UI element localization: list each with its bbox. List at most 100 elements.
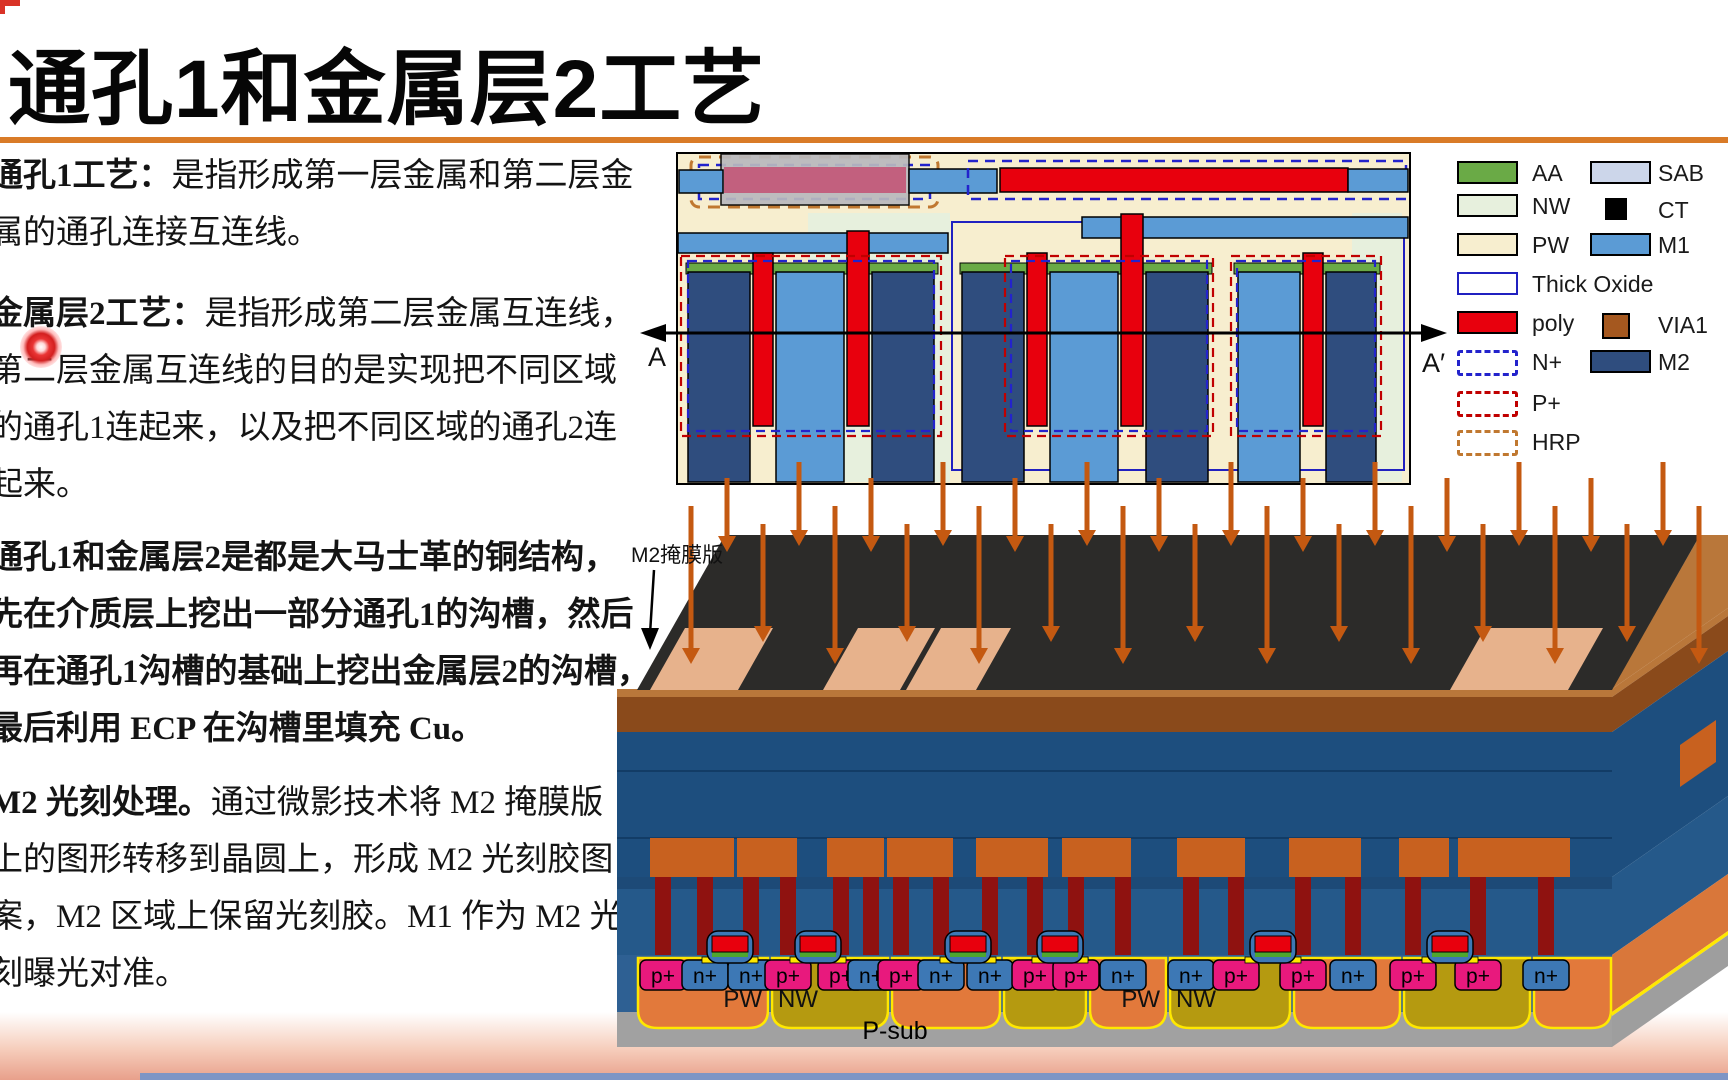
uv-arrow-head (1690, 648, 1708, 664)
diffusion-badge (764, 959, 812, 991)
legend-label: PW (1532, 232, 1570, 258)
m1-block (1289, 838, 1361, 877)
diffusion-badges: p+n+n+p+p+n+p+n+n+p+p+n+n+p+p+n+p+p+n+ (639, 959, 1570, 991)
uv-arrow-head (1042, 626, 1060, 642)
uv-arrow-head (862, 536, 880, 552)
legend-label: SAB (1658, 160, 1705, 186)
side-via1-square (1680, 720, 1716, 787)
section-line: A A′ (640, 324, 1447, 378)
diffusion-badge (1212, 959, 1260, 991)
legend-swatch (1590, 350, 1651, 373)
m1-block (737, 838, 797, 877)
layout-top-view: A A′ (640, 152, 1447, 485)
mask-opening (906, 628, 1011, 690)
laser-pointer-dot (20, 326, 62, 368)
m1-block (1458, 838, 1570, 877)
paragraph-lead: 通孔1工艺： (0, 158, 172, 194)
legend-label: AA (1532, 160, 1563, 186)
m1-block (1177, 838, 1245, 877)
uv-arrow-head (898, 626, 916, 642)
legend-label: P+ (1532, 390, 1561, 416)
uv-arrow-head (970, 648, 988, 664)
diffusion-badge-label: p+ (776, 965, 800, 988)
diffusion-badge-label: p+ (1064, 965, 1088, 988)
legend-swatch (1457, 430, 1518, 456)
paragraph-damascene: 通孔1和金属层2是都是大马士革的铜结构， 先在介质层上挖出一部分通孔1的沟槽，然… (0, 540, 650, 747)
contact-bar (1345, 877, 1361, 963)
contact-bar (893, 877, 909, 963)
uv-arrow-head (1258, 648, 1276, 664)
gate-poly (1041, 935, 1079, 953)
diffusion-badge-label: p+ (889, 965, 913, 988)
diffusion-badge-label: n+ (693, 965, 717, 988)
paragraph-via1: 通孔1工艺：是指形成第一层金属和第二层金 属的通孔连接互连线。 (0, 148, 650, 262)
gate-poly (799, 935, 837, 953)
uv-arrow-head (682, 648, 700, 664)
legend-swatch (1602, 313, 1630, 339)
paragraph-lead: 金属层2工艺： (0, 296, 205, 332)
poly-line-group (966, 159, 1409, 201)
m1-block (1062, 838, 1131, 877)
legend-label: poly (1532, 310, 1575, 336)
uv-arrow-head (1618, 626, 1636, 642)
diffusion-badge-label: p+ (829, 965, 853, 988)
m1-block (650, 838, 734, 877)
uv-arrow-head (1330, 626, 1348, 642)
photomask (637, 535, 1700, 690)
uv-arrow-head (1114, 648, 1132, 664)
uv-arrow-head (1294, 536, 1312, 552)
page-title: 通孔1和金属层2工艺 (8, 44, 766, 135)
annotations: M2掩膜版 P-sub (631, 544, 928, 1045)
contact-bar (1183, 877, 1199, 963)
mask-opening (650, 628, 773, 690)
uv-arrow-head (1654, 530, 1672, 546)
diffusion-badge-label: n+ (1341, 965, 1365, 988)
corner-mark-v (0, 6, 5, 14)
diffusion-badge-label: n+ (978, 965, 1002, 988)
diffusion-badge (1099, 959, 1147, 991)
legend-label: CT (1658, 197, 1689, 223)
bottom-blue-bar (140, 1073, 1728, 1080)
diffusion-badge-label: n+ (929, 965, 953, 988)
poly-gates (701, 930, 1479, 964)
uv-arrow-head (1186, 626, 1204, 642)
uv-arrow-head (1078, 530, 1096, 546)
legend-label: Thick Oxide (1532, 271, 1654, 297)
legend-swatch (1605, 198, 1627, 220)
paragraph-lead: M2 光刻处理。 (0, 785, 211, 821)
m1-blocks (650, 838, 1570, 877)
gate-aa-strip (800, 952, 836, 957)
mask-opening (1450, 628, 1603, 690)
uv-exposure-arrows (682, 462, 1708, 664)
resistor-sab-group (678, 153, 998, 209)
diffusion-badge (1279, 959, 1327, 991)
m1-block (976, 838, 1048, 877)
diffusion-badge-label: p+ (1023, 965, 1047, 988)
uv-arrow-head (1474, 626, 1492, 642)
legend-swatch (1457, 161, 1518, 184)
legend-swatch (1457, 391, 1518, 417)
contact-bar (1405, 877, 1421, 963)
diffusion-badge (1389, 959, 1437, 991)
gate-aa-strip (1432, 952, 1468, 957)
paragraph-metal2: 金属层2工艺：是指形成第二层金属互连线， 第二层金属互连线的目的是实现把不同区域… (0, 286, 650, 514)
annotation-arrowhead (641, 628, 659, 650)
legend-swatch (1457, 233, 1518, 256)
uv-arrow-head (1582, 536, 1600, 552)
legend-swatch (1590, 161, 1651, 184)
mask-annotation: M2掩膜版 (631, 544, 723, 567)
diffusion-badge-label: p+ (1466, 965, 1490, 988)
poly-strips (752, 213, 1324, 427)
section-label-a-prime: A′ (1422, 348, 1445, 378)
diffusion-badge-label: n+ (859, 965, 883, 988)
legend-swatch (1457, 311, 1518, 334)
diffusion-badge-label: p+ (651, 965, 675, 988)
m1-bars (677, 216, 1409, 254)
uv-arrow-head (1150, 536, 1168, 552)
implant-outlines (679, 254, 1383, 438)
gate-poly (711, 935, 749, 953)
m1-block (827, 838, 884, 877)
accent-rule (0, 137, 1728, 143)
